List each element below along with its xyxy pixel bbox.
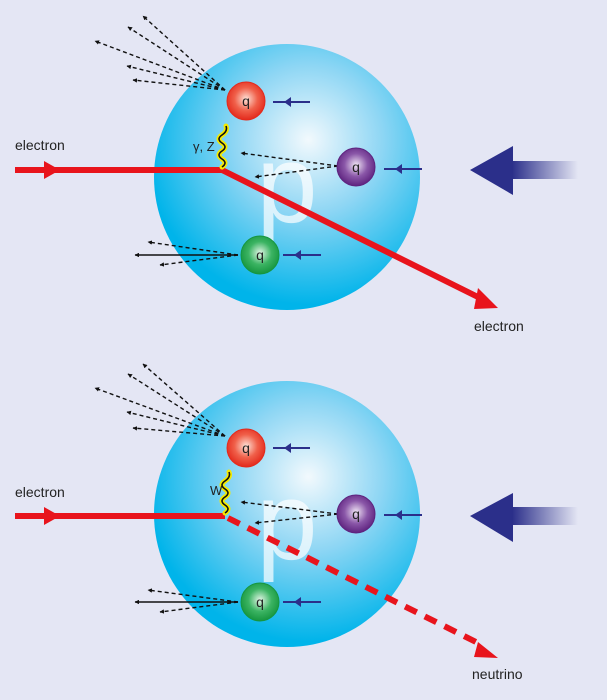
quark-red: q bbox=[226, 81, 266, 121]
hadron-fragments bbox=[94, 363, 226, 437]
hadron-fragments bbox=[94, 15, 226, 91]
quark-label: q bbox=[256, 247, 264, 263]
quark-label: q bbox=[242, 93, 250, 109]
quark-green: q bbox=[240, 582, 280, 622]
boson-label: γ, Z bbox=[193, 139, 215, 154]
outgoing-label: neutrino bbox=[472, 666, 523, 682]
quark-momentum-arrowheads bbox=[284, 97, 402, 260]
outgoing-electron-arrowhead bbox=[474, 288, 498, 309]
quark-momentum-arrowheads bbox=[284, 443, 402, 607]
quark-label: q bbox=[256, 594, 264, 610]
outgoing-neutrino-arrowhead bbox=[474, 642, 498, 658]
boson-wave bbox=[218, 125, 228, 168]
purple-quark-fragments bbox=[240, 151, 339, 179]
green-quark-fragments bbox=[134, 588, 239, 614]
green-quark-fragments bbox=[134, 240, 239, 267]
outgoing-electron-line bbox=[220, 167, 488, 304]
purple-quark-fragments bbox=[240, 500, 339, 525]
quark-green: q bbox=[240, 235, 280, 275]
boson-wave bbox=[221, 471, 231, 514]
panel-charged-current: p W q q bbox=[15, 363, 578, 682]
quark-purple: q bbox=[336, 494, 376, 534]
quark-label: q bbox=[242, 440, 250, 456]
proton-sphere bbox=[154, 44, 420, 310]
proton-beam-arrow bbox=[470, 146, 578, 195]
quark-red: q bbox=[226, 428, 266, 468]
quark-label: q bbox=[352, 506, 360, 522]
outgoing-label: electron bbox=[474, 318, 524, 334]
incoming-label: electron bbox=[15, 137, 65, 153]
incoming-electron-arrowhead bbox=[44, 507, 60, 525]
quark-purple: q bbox=[336, 147, 376, 187]
boson-label: W bbox=[210, 483, 223, 498]
proton-beam-arrow bbox=[470, 493, 578, 542]
proton-label: p bbox=[256, 123, 317, 246]
quark-label: q bbox=[352, 159, 360, 175]
incoming-electron-arrowhead bbox=[44, 161, 60, 179]
quark-momentum-arrows bbox=[273, 101, 422, 256]
panel-neutral-current: p γ, Z q bbox=[15, 15, 578, 334]
quark-momentum-arrows bbox=[273, 447, 422, 603]
outgoing-neutrino-line bbox=[226, 515, 480, 646]
incoming-label: electron bbox=[15, 484, 65, 500]
